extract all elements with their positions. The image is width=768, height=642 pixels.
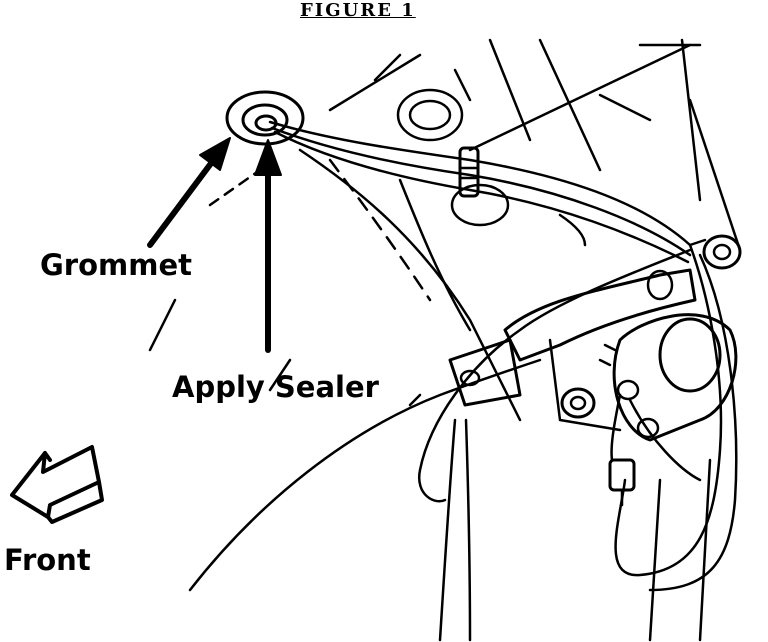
- component-bracket: [448, 268, 697, 432]
- harness-bracket: [688, 234, 742, 270]
- apply-sealer-label: Apply Sealer: [172, 370, 379, 404]
- solenoid: [598, 313, 738, 442]
- front-label: Front: [4, 543, 91, 577]
- front-direction-arrow-icon: [10, 445, 104, 524]
- cable-clamp: [458, 146, 480, 198]
- sealer-pointer-arrow: [254, 139, 282, 353]
- grommet: [225, 90, 305, 146]
- grommet-pointer-arrow: [147, 137, 231, 248]
- panel-holes: [396, 88, 587, 247]
- figure-caption: FIGURE 1: [300, 0, 416, 21]
- fender-curve: [188, 358, 712, 642]
- body-panel-lines: [148, 38, 742, 422]
- wire-harness: [268, 120, 738, 592]
- wire-connector: [608, 393, 702, 507]
- grommet-label: Grommet: [40, 248, 192, 282]
